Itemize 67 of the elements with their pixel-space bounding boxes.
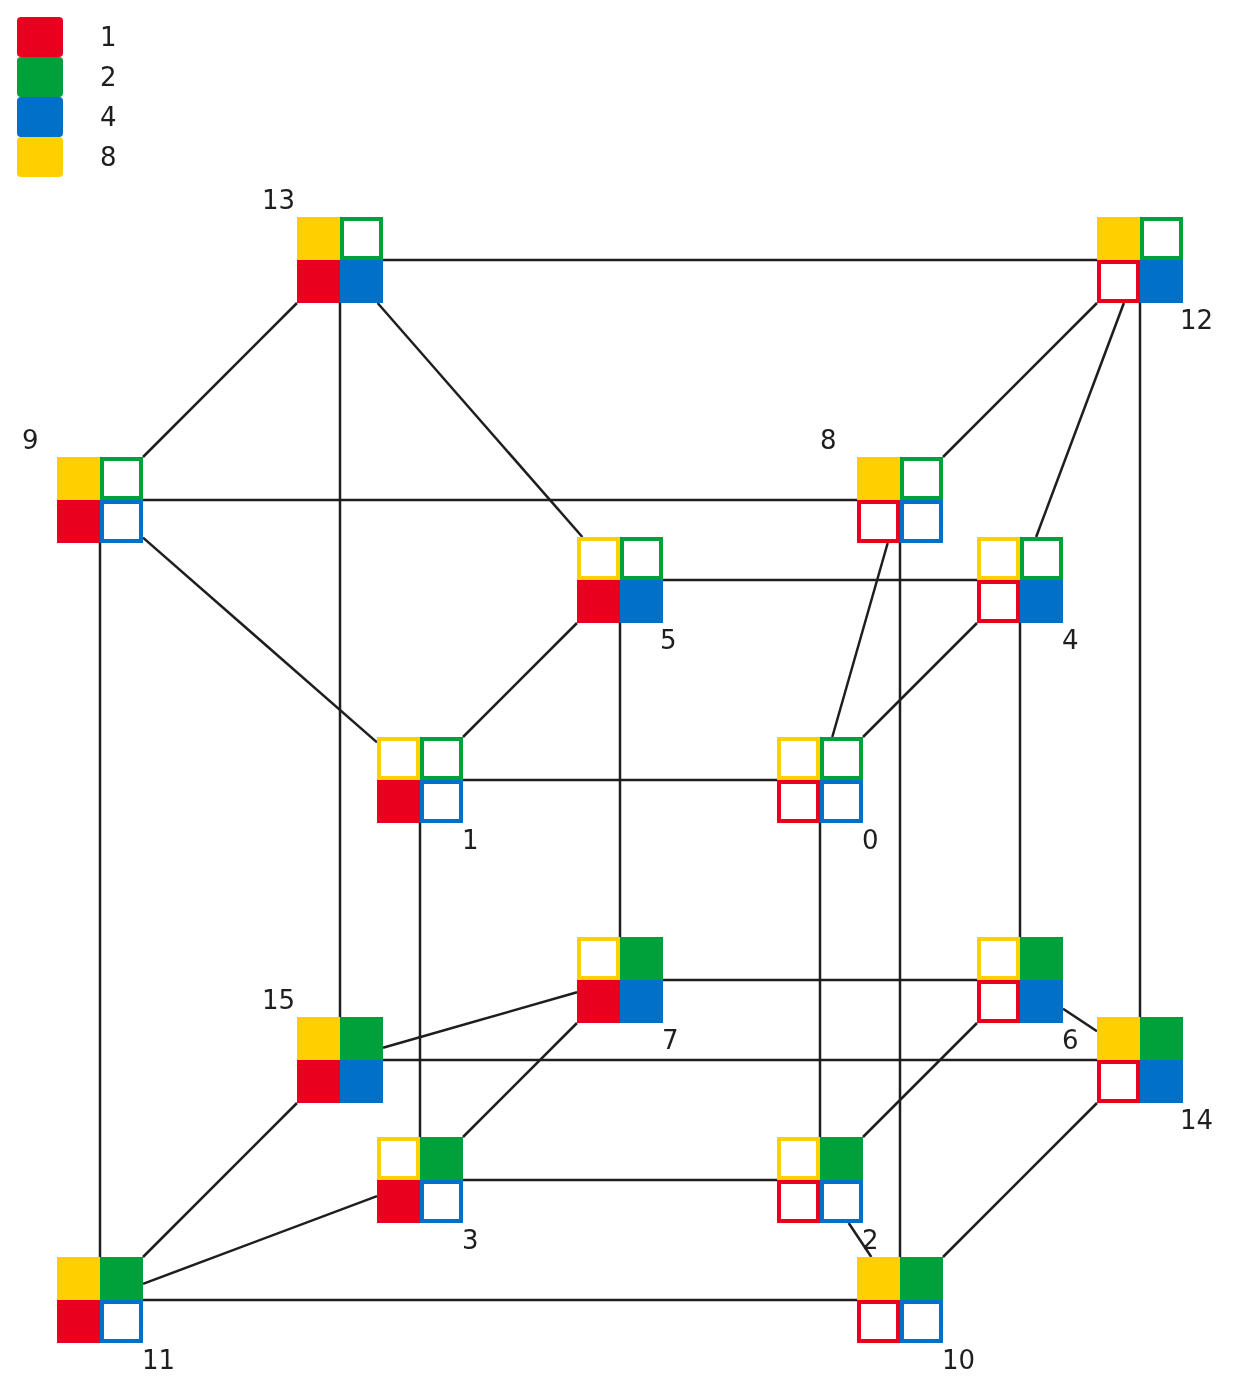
bit-grid-node	[57, 457, 143, 543]
connector-line	[1034, 302, 1126, 538]
node-number: 14	[1180, 1105, 1214, 1135]
connector-line	[1138, 303, 1142, 1017]
connector-line	[98, 543, 102, 1257]
connector-line	[376, 302, 584, 538]
connector-line	[618, 623, 622, 937]
bit-grid-node	[777, 1137, 863, 1223]
legend-label: 4	[100, 102, 117, 132]
node-number: 7	[662, 1025, 679, 1055]
bit-grid-node	[1097, 217, 1183, 303]
bit-grid-node	[577, 537, 663, 623]
legend-label: 1	[100, 22, 117, 52]
connector-line	[142, 302, 298, 458]
bit-grid-node	[977, 937, 1063, 1023]
bit-grid-node	[777, 737, 863, 823]
connector-line	[462, 622, 578, 738]
bit-grid-node	[377, 737, 463, 823]
connector-line	[143, 498, 857, 502]
node-number: 6	[1062, 1025, 1079, 1055]
connector-line	[862, 622, 978, 738]
legend-label: 2	[100, 62, 117, 92]
connector-line	[1062, 1007, 1098, 1033]
node-number: 5	[660, 625, 677, 655]
connector-line	[862, 1022, 978, 1138]
bit-grid-node	[857, 457, 943, 543]
connector-line	[942, 302, 1098, 458]
bit-grid-node	[57, 1257, 143, 1343]
bit-grid-node	[857, 1257, 943, 1343]
node-number: 3	[462, 1225, 479, 1255]
node-number: 12	[1180, 305, 1214, 335]
bit-grid-node	[377, 1137, 463, 1223]
connector-line	[418, 823, 422, 1137]
node-number: 10	[942, 1345, 976, 1375]
node-number: 0	[862, 825, 879, 855]
connector-line	[383, 258, 1097, 262]
node-number: 9	[22, 425, 39, 455]
connector-line	[143, 1298, 857, 1302]
bit-grid-node	[1097, 1017, 1183, 1103]
node-number: 4	[1062, 625, 1079, 655]
connector-line	[663, 578, 977, 582]
connector-line	[463, 778, 777, 782]
connector-line	[898, 543, 902, 1257]
node-number: 11	[142, 1345, 176, 1375]
bit-grid-node	[977, 537, 1063, 623]
connector-line	[382, 991, 578, 1049]
node-number: 1	[462, 825, 479, 855]
bit-grid-node	[577, 937, 663, 1023]
connector-line	[663, 978, 977, 982]
node-number: 15	[262, 985, 296, 1015]
connector-line	[142, 1194, 378, 1286]
legend-label: 8	[100, 142, 117, 172]
connector-line	[463, 1178, 777, 1182]
connector-line	[383, 1058, 1097, 1062]
connector-line	[942, 1102, 1098, 1258]
connector-line	[818, 823, 822, 1137]
bit-grid-node	[297, 1017, 383, 1103]
connector-line	[462, 1022, 578, 1138]
connector-line	[831, 542, 889, 738]
node-number: 13	[262, 185, 296, 215]
connector-line	[338, 303, 342, 1017]
bit-grid-node	[297, 217, 383, 303]
connector-line	[142, 1102, 298, 1258]
node-number: 8	[820, 425, 837, 455]
connector-line	[142, 536, 378, 744]
connector-line	[1018, 623, 1022, 937]
connector-line	[847, 1222, 873, 1258]
